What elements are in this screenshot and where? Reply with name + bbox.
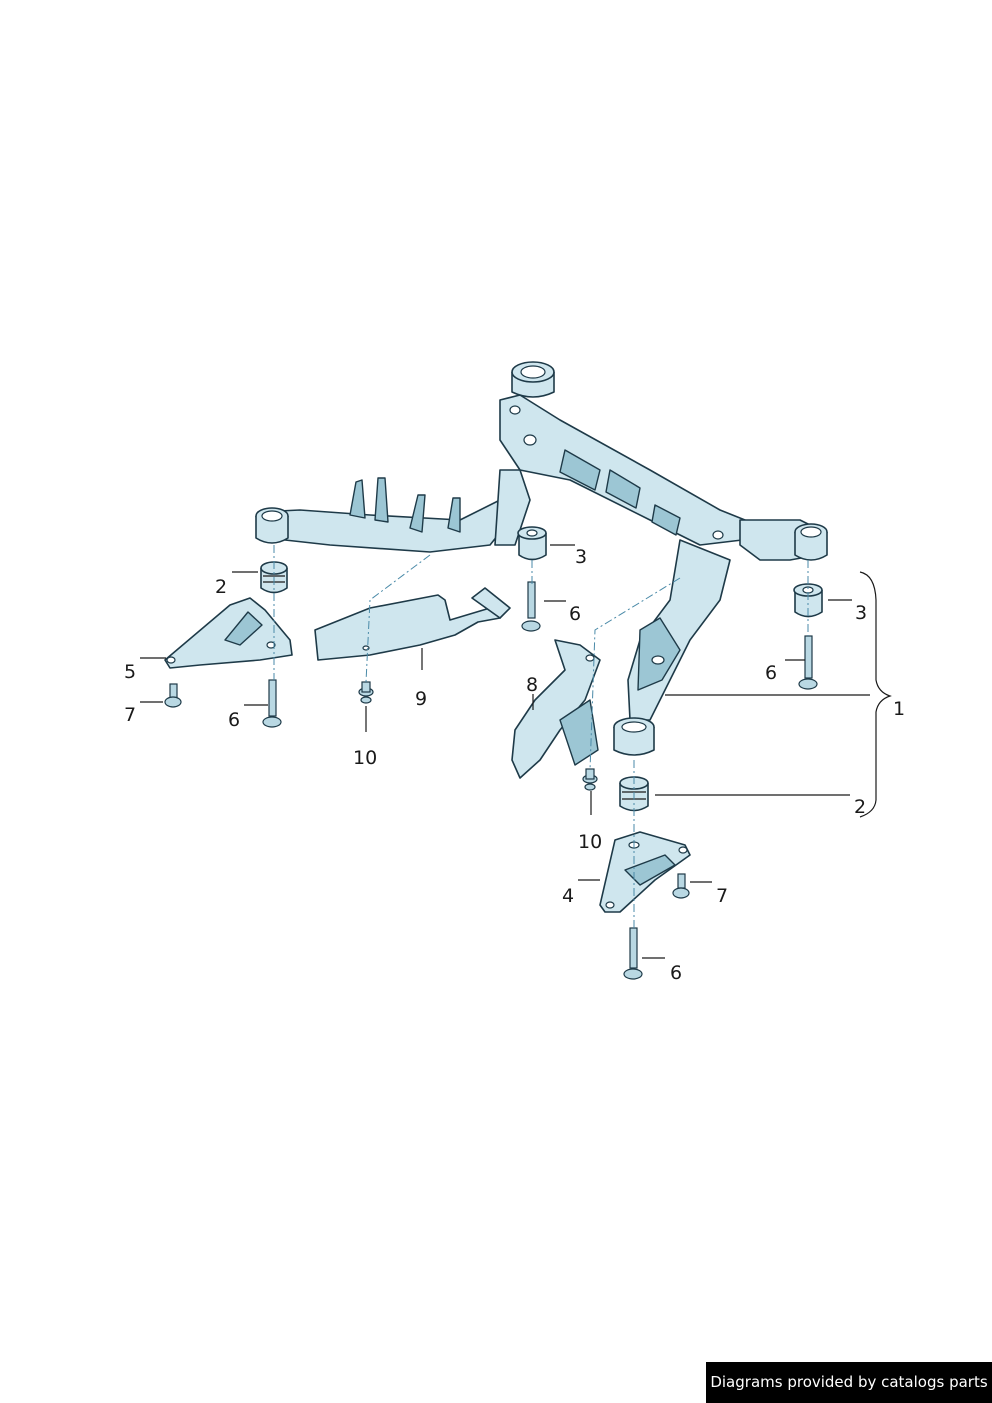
- callout-3-center: 3: [575, 546, 587, 568]
- bracket-5: [164, 597, 293, 669]
- bolt-6-left: [262, 679, 282, 728]
- callout-6-left: 6: [228, 709, 240, 731]
- callout-8: 8: [526, 674, 538, 696]
- callout-6-right: 6: [765, 662, 777, 684]
- callout-1: 1: [893, 698, 905, 720]
- bolt-6-front: [623, 927, 643, 980]
- callout-7-left: 7: [124, 704, 136, 726]
- credit-banner: Diagrams provided by catalogs parts: [706, 1362, 992, 1403]
- centerlines: [273, 545, 809, 930]
- callout-5: 5: [124, 661, 136, 683]
- callout-2-left: 2: [215, 576, 227, 598]
- bolt-6-center: [521, 581, 541, 632]
- callout-10-left: 10: [353, 747, 377, 769]
- callout-3-right: 3: [855, 602, 867, 624]
- bushing-3-center: [517, 526, 547, 561]
- leader-lines: [140, 544, 892, 959]
- callout-9: 9: [415, 688, 427, 710]
- bolt-6-right: [798, 635, 818, 690]
- shield-9: [314, 587, 511, 661]
- subframe: [255, 361, 828, 756]
- callout-10-right: 10: [578, 831, 602, 853]
- callout-labels: 1 2 2 3 3 4 5 6 6 6 6 7 7 8 9 10 10: [124, 546, 905, 984]
- callout-7-right: 7: [716, 885, 728, 907]
- shield-8: [511, 639, 601, 779]
- bolt-7-right: [672, 873, 690, 899]
- bracket-4: [599, 831, 691, 913]
- callout-6-front: 6: [670, 962, 682, 984]
- bolt-7-left: [164, 683, 182, 708]
- clip-10-left: [358, 681, 374, 704]
- callout-2-front: 2: [854, 796, 866, 818]
- clip-10-right: [582, 768, 598, 791]
- callout-4: 4: [562, 885, 574, 907]
- callout-6-center: 6: [569, 603, 581, 625]
